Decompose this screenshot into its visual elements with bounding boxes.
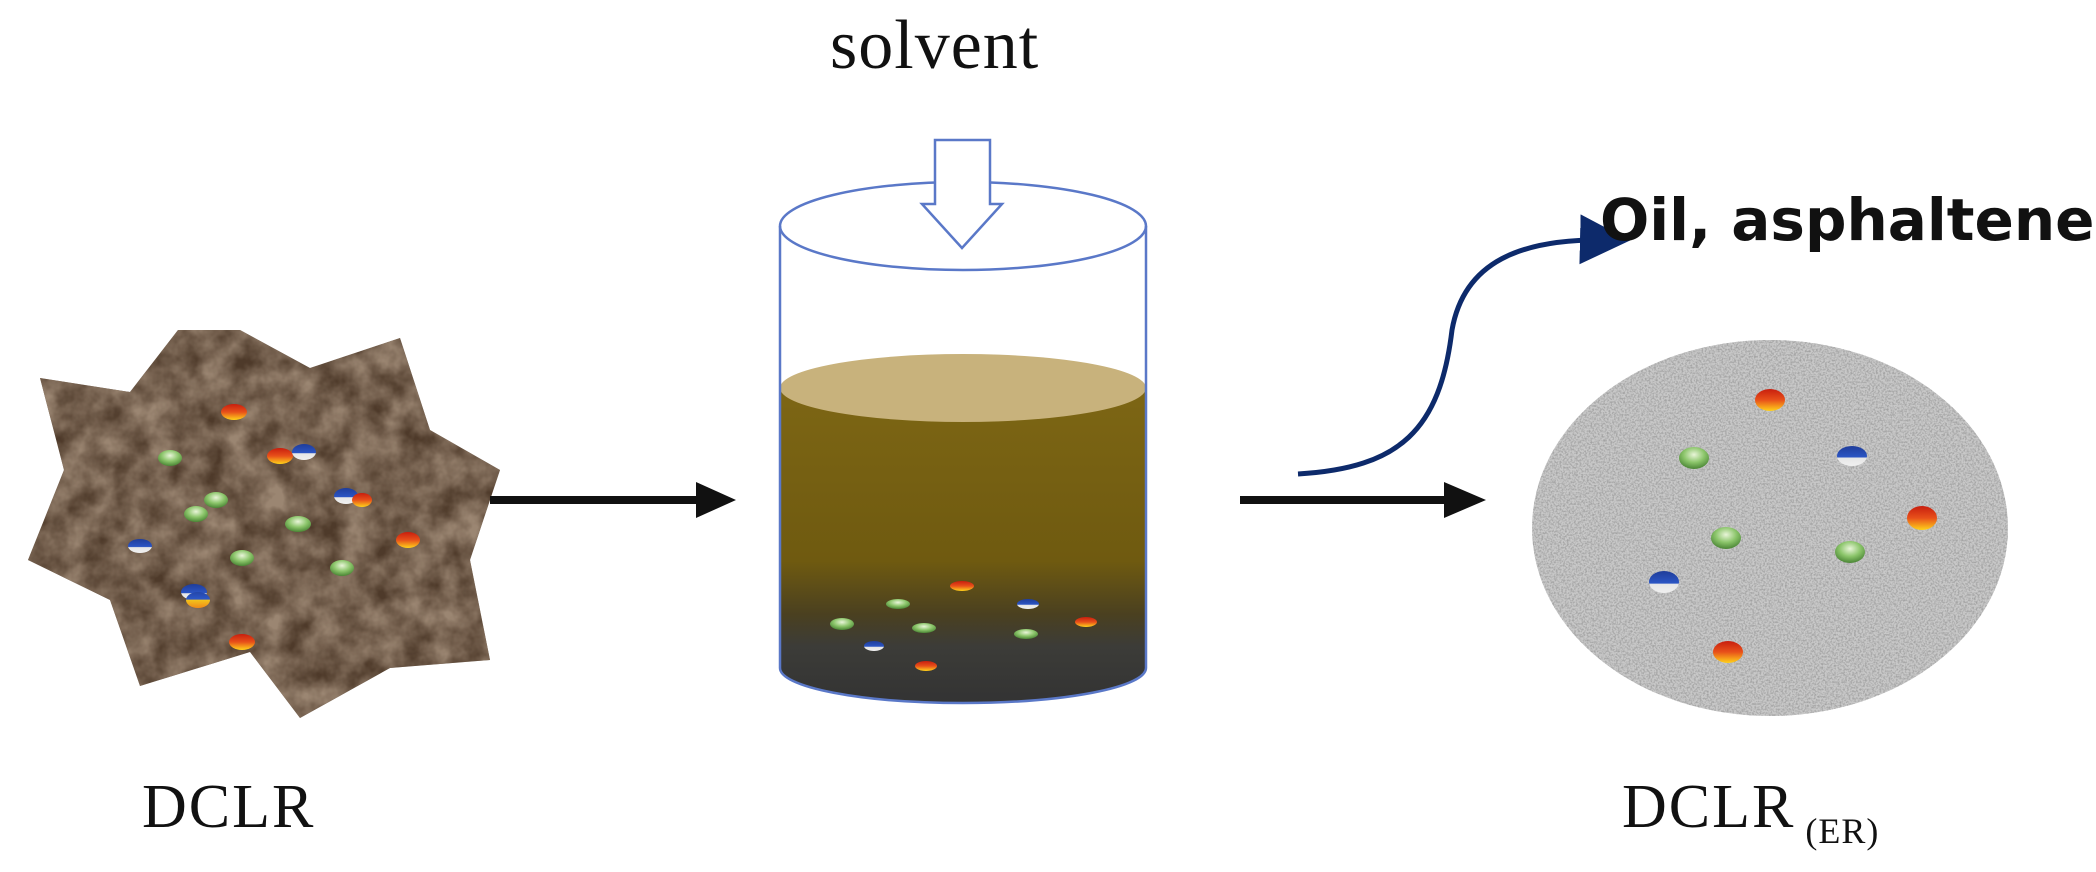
vessel-to-residue-arrow [1240,482,1486,518]
residue-label-main: DCLR [1622,773,1796,841]
residue-disc [1532,340,2008,716]
solvent-label: solvent [830,7,1040,84]
input-arrow-icon [919,138,1005,250]
product-curve-arrow [1297,214,1630,477]
products-label: Oil, asphaltene [1600,186,2095,254]
dclr-star-particle [28,330,500,718]
feed-label: DCLR [142,773,316,841]
extraction-vessel [778,138,1148,705]
residue-label: DCLR(ER) [1622,772,1879,852]
feed-to-vessel-arrow [490,482,736,518]
residue-label-sub: (ER) [1805,811,1880,851]
